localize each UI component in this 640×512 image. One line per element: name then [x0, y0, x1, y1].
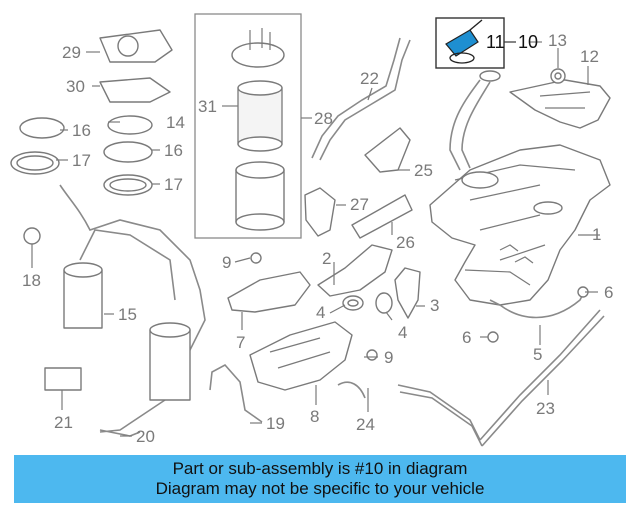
sensor-19	[209, 363, 263, 423]
label-16b: 16	[164, 141, 183, 160]
info-banner: Part or sub-assembly is #10 in diagram D…	[14, 455, 626, 503]
label-10: 10	[518, 32, 538, 52]
label-17b: 17	[164, 175, 183, 194]
label-2: 2	[322, 249, 331, 268]
part-labels: 1 2 3 4 4 5 6 6 7 8 9 9 10 11 12 13 14 1…	[22, 31, 613, 446]
label-5: 5	[533, 345, 542, 364]
label-1: 1	[592, 225, 601, 244]
label-3: 3	[430, 296, 439, 315]
float-18	[23, 227, 41, 245]
skid-plate-8	[249, 321, 353, 391]
bracket-20	[99, 429, 141, 437]
label-24: 24	[356, 415, 375, 434]
bracket-27	[304, 187, 336, 237]
bracket-25	[364, 127, 411, 173]
label-18: 18	[22, 271, 41, 290]
lock-ring-14	[107, 115, 153, 135]
pump-module-15	[63, 262, 103, 329]
bolt-9b	[366, 349, 378, 361]
label-31: 31	[198, 97, 217, 116]
label-26: 26	[396, 233, 415, 252]
parts-diagram: 1 2 3 4 4 5 6 6 7 8 9 9 10 11 12 13 14 1…	[10, 13, 613, 447]
bolt-6b	[487, 331, 499, 343]
seal-4b	[375, 292, 393, 314]
label-22: 22	[360, 69, 379, 88]
label-7: 7	[236, 333, 245, 352]
label-20: 20	[136, 427, 155, 446]
filler-neck	[449, 70, 501, 171]
label-9a: 9	[222, 253, 231, 272]
bracket-26	[351, 194, 413, 239]
bracket-30	[99, 77, 171, 103]
filter-top-cap	[231, 28, 285, 68]
label-25: 25	[414, 161, 433, 180]
heat-shield	[509, 79, 611, 129]
guard-7	[227, 271, 311, 313]
bolt-9a	[250, 252, 262, 264]
label-8: 8	[310, 407, 319, 426]
label-23: 23	[536, 399, 555, 418]
label-14: 14	[166, 113, 185, 132]
fuel-cap-assembly	[435, 17, 516, 69]
module-21	[44, 367, 82, 391]
shield-2	[317, 244, 393, 297]
shield-3	[394, 267, 421, 319]
filter-kit-box	[194, 13, 302, 239]
filter-element-31	[237, 80, 283, 152]
banner-line-2: Diagram may not be specific to your vehi…	[155, 479, 485, 498]
vapor-line	[319, 39, 411, 161]
fuel-tank	[429, 144, 611, 306]
label-21: 21	[54, 413, 73, 432]
pump-module-left	[149, 322, 191, 401]
label-17a: 17	[72, 151, 91, 170]
label-11: 11	[486, 32, 505, 52]
label-15: 15	[118, 305, 137, 324]
label-16a: 16	[72, 121, 91, 140]
fuel-line-23	[397, 309, 605, 447]
sender-cap-16a	[19, 117, 65, 139]
sender-cap-16b	[103, 141, 153, 163]
label-4b: 4	[398, 323, 407, 342]
brake-line-5	[489, 289, 586, 319]
label-27: 27	[350, 195, 369, 214]
label-4a: 4	[316, 303, 325, 322]
label-9b: 9	[384, 348, 393, 367]
filter-housing	[235, 161, 285, 231]
label-6a: 6	[604, 283, 613, 302]
hose-24	[337, 381, 366, 399]
label-29: 29	[62, 43, 81, 62]
leader-lines	[31, 41, 600, 437]
label-13: 13	[548, 31, 567, 50]
banner-line-1: Part or sub-assembly is #10 in diagram	[172, 459, 468, 478]
label-12: 12	[580, 47, 599, 66]
label-19: 19	[266, 414, 285, 433]
label-30: 30	[66, 77, 85, 96]
label-6b: 6	[462, 328, 471, 347]
label-28: 28	[314, 109, 333, 128]
